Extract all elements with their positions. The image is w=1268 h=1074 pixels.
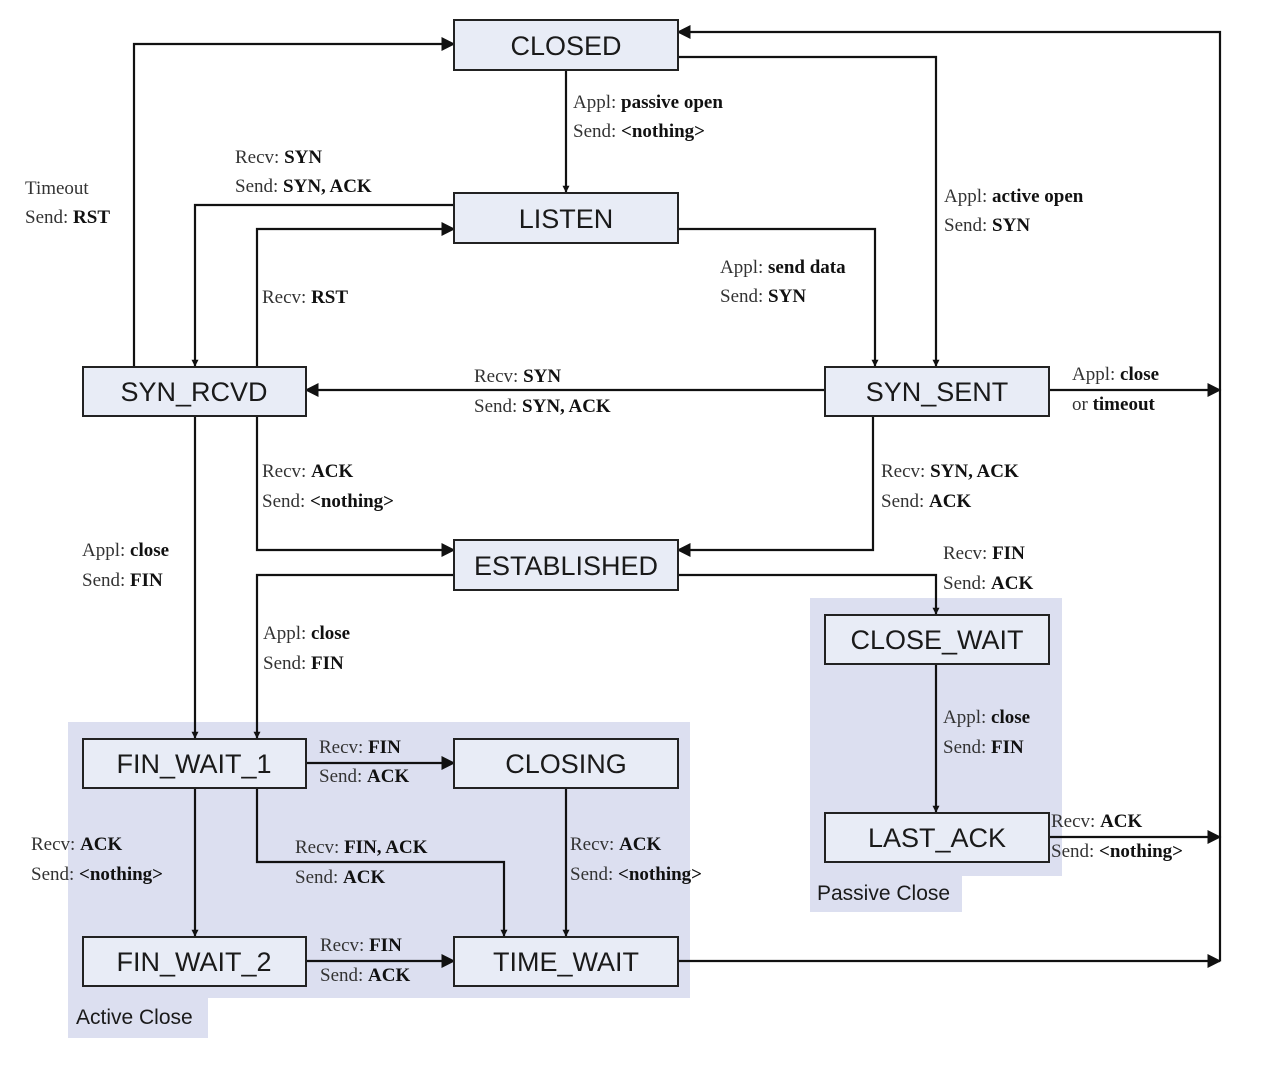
label-last-ack-to-closed-line2: Send: <nothing> xyxy=(1051,841,1183,862)
label-syn-sent-to-closed-line1: Appl: close xyxy=(1072,364,1159,385)
state-time-wait-label: TIME_WAIT xyxy=(493,947,639,977)
transition-labels: Appl: passive open Send: <nothing> Appl:… xyxy=(25,92,1183,986)
label-closing-to-time-wait-line1: Recv: ACK xyxy=(570,834,662,855)
edge-syn-rcvd-to-listen xyxy=(255,222,456,366)
state-fin-wait-2: FIN_WAIT_2 xyxy=(82,936,307,987)
edge-listen-to-syn-rcvd xyxy=(191,203,454,367)
edge-fin-wait-1-to-time-wait xyxy=(255,788,508,937)
edge-closed-to-syn-sent xyxy=(678,55,940,367)
label-listen-to-syn-sent-line1: Appl: send data xyxy=(720,257,846,278)
label-established-to-close-wait-line2: Send: ACK xyxy=(943,573,1033,594)
passive-close-label-bg xyxy=(810,874,962,912)
label-closed-to-listen-line1: Appl: passive open xyxy=(573,92,723,113)
label-syn-sent-to-syn-rcvd-line1: Recv: SYN xyxy=(474,366,561,387)
transition-edges xyxy=(132,25,1222,968)
state-fin-wait-2-label: FIN_WAIT_2 xyxy=(116,947,271,977)
edge-return-to-closed xyxy=(676,25,1222,961)
label-syn-rcvd-timeout-line1: Timeout xyxy=(25,178,89,199)
label-syn-sent-to-established-line2: Send: ACK xyxy=(881,491,971,512)
state-last-ack: LAST_ACK xyxy=(824,812,1050,863)
state-syn-rcvd-label: SYN_RCVD xyxy=(120,377,267,407)
state-close-wait: CLOSE_WAIT xyxy=(824,614,1050,665)
label-closing-to-time-wait-line2: Send: <nothing> xyxy=(570,864,702,885)
label-closed-to-syn-sent-line2: Send: SYN xyxy=(944,215,1030,236)
label-fin-wait-1-to-fin-wait-2-line1: Recv: ACK xyxy=(31,834,123,855)
label-closed-to-listen-line2: Send: <nothing> xyxy=(573,121,705,142)
label-syn-sent-to-established-line1: Recv: SYN, ACK xyxy=(881,461,1019,482)
edge-syn-rcvd-to-established xyxy=(255,416,456,557)
label-fin-wait-1-to-time-wait-line1: Recv: FIN, ACK xyxy=(295,837,428,858)
label-last-ack-to-closed-line1: Recv: ACK xyxy=(1051,811,1143,832)
label-syn-sent-to-syn-rcvd-line2: Send: SYN, ACK xyxy=(474,396,611,417)
state-closed-label: CLOSED xyxy=(510,31,621,61)
label-listen-to-syn-rcvd-line1: Recv: SYN xyxy=(235,147,322,168)
label-established-to-close-wait-line1: Recv: FIN xyxy=(943,543,1025,564)
label-syn-rcvd-to-established-line2: Send: <nothing> xyxy=(262,491,394,512)
state-fin-wait-1: FIN_WAIT_1 xyxy=(82,738,307,789)
state-closing-label: CLOSING xyxy=(505,749,627,779)
state-established: ESTABLISHED xyxy=(453,539,679,591)
edge-established-to-fin-wait-1 xyxy=(253,573,454,739)
active-close-label-bg xyxy=(68,996,208,1038)
state-listen: LISTEN xyxy=(453,192,679,244)
label-syn-rcvd-timeout-line2: Send: RST xyxy=(25,207,110,228)
label-syn-rcvd-to-listen: Recv: RST xyxy=(262,287,348,308)
state-time-wait: TIME_WAIT xyxy=(453,936,679,987)
edge-syn-rcvd-timeout xyxy=(132,37,456,366)
state-close-wait-label: CLOSE_WAIT xyxy=(850,625,1023,655)
label-established-to-fin-wait-1-line2: Send: FIN xyxy=(263,653,344,674)
label-syn-rcvd-to-fin-wait-1-line1: Appl: close xyxy=(82,540,169,561)
label-closed-to-syn-sent-line1: Appl: active open xyxy=(944,186,1084,207)
active-close-label: Active Close xyxy=(76,1006,193,1029)
label-fin-wait-2-to-time-wait-line1: Recv: FIN xyxy=(320,935,402,956)
state-syn-rcvd: SYN_RCVD xyxy=(82,366,307,417)
label-established-to-fin-wait-1-line1: Appl: close xyxy=(263,623,350,644)
label-close-wait-to-last-ack-line1: Appl: close xyxy=(943,707,1030,728)
state-closed: CLOSED xyxy=(453,19,679,71)
passive-close-label: Passive Close xyxy=(817,882,950,905)
state-syn-sent-label: SYN_SENT xyxy=(866,377,1009,407)
label-fin-wait-1-to-closing-line1: Recv: FIN xyxy=(319,737,401,758)
state-syn-sent: SYN_SENT xyxy=(824,366,1050,417)
label-close-wait-to-last-ack-line2: Send: FIN xyxy=(943,737,1024,758)
edge-syn-sent-to-established xyxy=(676,416,875,557)
state-last-ack-label: LAST_ACK xyxy=(868,823,1006,853)
edge-listen-to-syn-sent xyxy=(678,227,879,367)
state-fin-wait-1-label: FIN_WAIT_1 xyxy=(116,749,271,779)
label-fin-wait-1-to-closing-line2: Send: ACK xyxy=(319,766,409,787)
label-listen-to-syn-rcvd-line2: Send: SYN, ACK xyxy=(235,176,372,197)
label-listen-to-syn-sent-line2: Send: SYN xyxy=(720,286,806,307)
state-listen-label: LISTEN xyxy=(519,204,614,234)
label-fin-wait-2-to-time-wait-line2: Send: ACK xyxy=(320,965,410,986)
state-closing: CLOSING xyxy=(453,738,679,789)
edge-established-to-close-wait xyxy=(678,573,940,615)
label-fin-wait-1-to-fin-wait-2-line2: Send: <nothing> xyxy=(31,864,163,885)
label-syn-rcvd-to-fin-wait-1-line2: Send: FIN xyxy=(82,570,163,591)
label-syn-sent-to-closed-line2: or timeout xyxy=(1072,394,1156,415)
state-established-label: ESTABLISHED xyxy=(474,551,658,581)
label-fin-wait-1-to-time-wait-line2: Send: ACK xyxy=(295,867,385,888)
label-syn-rcvd-to-established-line1: Recv: ACK xyxy=(262,461,354,482)
